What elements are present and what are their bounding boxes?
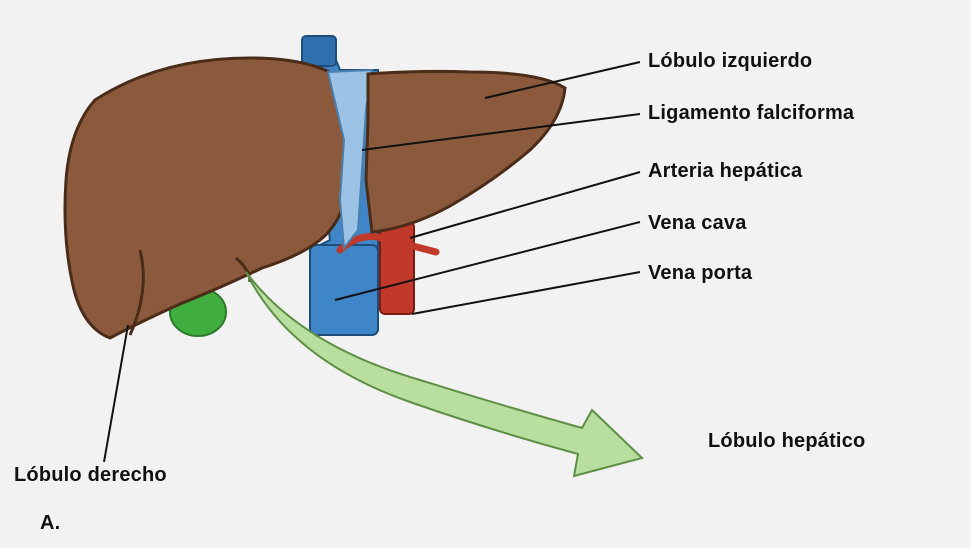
label-vena-cava: Vena cava xyxy=(648,212,747,235)
label-lobulo-hepatico: Lóbulo hepático xyxy=(708,430,865,453)
liver-left-lobe xyxy=(366,71,565,232)
label-lobulo-izquierdo: Lóbulo izquierdo xyxy=(648,50,812,73)
vena-cava-top xyxy=(302,36,336,66)
leader-lobulo-derecho xyxy=(104,325,128,462)
label-arteria-hepatica: Arteria hepática xyxy=(648,160,802,183)
label-vena-porta: Vena porta xyxy=(648,262,752,285)
lobulo-arrow xyxy=(246,272,642,476)
panel-letter: A. xyxy=(40,512,60,535)
vena-cava-lower xyxy=(310,245,378,335)
leader-vena-porta xyxy=(412,272,640,314)
label-ligamento-falciforme: Ligamento falciforma xyxy=(648,102,854,125)
label-lobulo-derecho: Lóbulo derecho xyxy=(14,464,167,487)
